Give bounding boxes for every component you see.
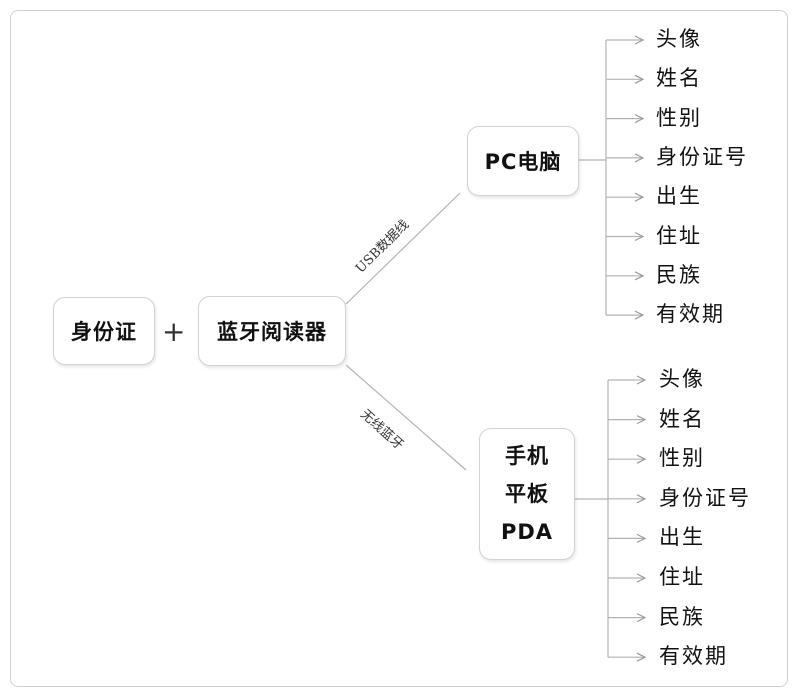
field-label: 有效期 bbox=[656, 302, 725, 327]
field-label: 有效期 bbox=[659, 644, 728, 669]
field-label: 民族 bbox=[659, 604, 705, 629]
field-label: 住址 bbox=[659, 565, 705, 589]
field-label: 姓名 bbox=[659, 406, 705, 431]
id-card-label: 身份证 bbox=[71, 320, 137, 344]
field-label: 民族 bbox=[656, 262, 702, 287]
mobile-fields-bracket bbox=[575, 380, 645, 657]
plus-sign: + bbox=[162, 315, 186, 348]
pc-label: PC电脑 bbox=[484, 150, 562, 174]
field-label: 性别 bbox=[656, 105, 702, 130]
field-label: 头像 bbox=[659, 367, 705, 391]
field-label: 姓名 bbox=[656, 66, 702, 91]
field-label: 头像 bbox=[656, 27, 702, 51]
field-label: 出生 bbox=[656, 184, 702, 209]
reader-label: 蓝牙阅读器 bbox=[217, 320, 327, 344]
reader-node: 蓝牙阅读器 bbox=[198, 296, 346, 366]
field-label: 身份证号 bbox=[659, 485, 751, 510]
field-label: 住址 bbox=[656, 223, 702, 248]
mobile-node: 手机 平板 PDA bbox=[479, 428, 575, 560]
mobile-label-phone: 手机 bbox=[505, 444, 549, 468]
pc-fields-bracket bbox=[579, 40, 643, 315]
field-label: 性别 bbox=[659, 446, 705, 471]
field-label: 出生 bbox=[659, 525, 705, 550]
id-card-node: 身份证 bbox=[53, 297, 155, 365]
mobile-label-tablet: 平板 bbox=[505, 482, 549, 506]
bluetooth-edge-line bbox=[345, 364, 467, 471]
pc-node: PC电脑 bbox=[467, 126, 579, 196]
usb-edge-line bbox=[345, 192, 461, 305]
mobile-label-pda: PDA bbox=[500, 520, 554, 544]
field-label: 身份证号 bbox=[656, 144, 748, 169]
